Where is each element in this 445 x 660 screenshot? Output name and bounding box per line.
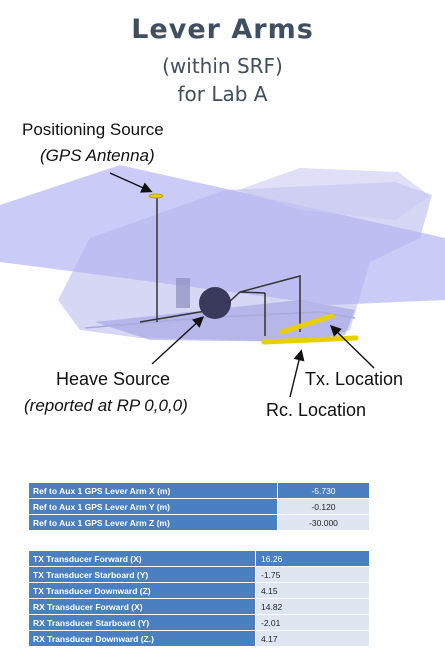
table-row: Ref to Aux 1 GPS Lever Arm Z (m) -30.000 (28, 514, 370, 531)
title-lab: for Lab A (177, 82, 268, 106)
transducer-frame-cross (239, 291, 266, 294)
table-cell-label: RX Transducer Forward (X) (28, 598, 256, 615)
transducer-offset-table: TX Transducer Forward (X) 16.26 TX Trans… (28, 550, 370, 647)
table-row: Ref to Aux 1 GPS Lever Arm Y (m) -0.120 (28, 498, 370, 515)
table-cell-value: 14.82 (255, 598, 370, 615)
arrow-tx (329, 325, 375, 369)
table-row: RX Transducer Starboard (Y) -2.01 (28, 614, 370, 631)
table-cell-value: -30.000 (277, 514, 370, 531)
label-heave-source: Heave Source (56, 369, 171, 389)
table-cell-label: TX Transducer Forward (X) (28, 550, 256, 567)
table-cell-label: RX Transducer Downward (Z.) (28, 630, 256, 647)
label-positioning-source: Positioning Source (22, 120, 164, 139)
label-gps-antenna: (GPS Antenna) (40, 146, 155, 165)
transducer-frame (227, 275, 301, 332)
table-row: TX Transducer Forward (X) 16.26 (28, 550, 370, 567)
heave-block (176, 278, 190, 308)
tx-transducer-bar (279, 313, 335, 335)
vessel-hull (58, 182, 432, 342)
table-cell-label: Ref to Aux 1 GPS Lever Arm Z (m) (28, 514, 278, 531)
table-cell-label: TX Transducer Downward (Z) (28, 582, 256, 599)
table-cell-value: -2.01 (255, 614, 370, 631)
table-cell-label: TX Transducer Starboard (Y) (28, 566, 256, 583)
table-row: RX Transducer Forward (X) 14.82 (28, 598, 370, 615)
vessel-superstructure (238, 168, 430, 220)
table-row: Ref to Aux 1 GPS Lever Arm X (m) -5.730 (28, 482, 370, 499)
table-cell-value: 16.26 (255, 550, 370, 567)
table-cell-label: Ref to Aux 1 GPS Lever Arm Y (m) (28, 498, 278, 515)
keel-line (84, 311, 356, 329)
gps-lever-arm-table: Ref to Aux 1 GPS Lever Arm X (m) -5.730 … (28, 482, 370, 531)
table-row: RX Transducer Downward (Z.) 4.17 (28, 630, 370, 647)
rx-transducer-bar (261, 335, 359, 345)
vessel-diagram (0, 165, 445, 398)
title-subtitle: (within SRF) (162, 54, 283, 78)
table-cell-value: -5.730 (277, 482, 370, 499)
title-main: Lever Arms (131, 14, 314, 45)
label-rc-location: Rc. Location (266, 400, 367, 420)
label-tx-location: Tx. Location (305, 369, 404, 389)
gps-antenna-marker (148, 193, 164, 199)
table-cell-label: RX Transducer Starboard (Y) (28, 614, 256, 631)
heave-source-sphere (199, 287, 231, 319)
arrow-rc (289, 349, 305, 398)
table-cell-label: Ref to Aux 1 GPS Lever Arm X (m) (28, 482, 278, 499)
table-cell-value: 4.17 (255, 630, 370, 647)
label-heave-reported: (reported at RP 0,0,0) (24, 396, 188, 415)
arrow-heave (151, 316, 205, 365)
table-row: TX Transducer Starboard (Y) -1.75 (28, 566, 370, 583)
table-cell-value: 4.15 (255, 582, 370, 599)
arrow-gps (109, 172, 153, 193)
table-row: TX Transducer Downward (Z) 4.15 (28, 582, 370, 599)
table-cell-value: -0.120 (277, 498, 370, 515)
gps-frame-base (139, 309, 213, 323)
table-cell-value: -1.75 (255, 566, 370, 583)
